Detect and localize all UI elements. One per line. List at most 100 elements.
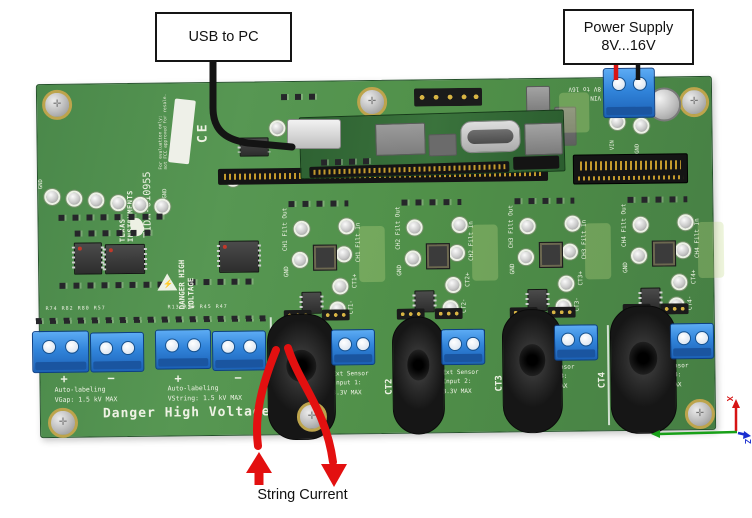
svg-text:Z: Z bbox=[743, 439, 752, 444]
test-point bbox=[633, 117, 650, 134]
arrow-down-icon bbox=[321, 464, 347, 487]
test-point bbox=[406, 219, 423, 236]
test-point bbox=[671, 274, 688, 291]
test-point bbox=[448, 244, 466, 262]
component-block bbox=[524, 122, 563, 156]
test-point bbox=[110, 195, 127, 212]
screw-icon: ✛ bbox=[684, 398, 716, 430]
ext-sensor-terminal-1 bbox=[330, 329, 376, 366]
iso-amp-ic bbox=[218, 240, 260, 273]
current-transformer-4 bbox=[609, 305, 678, 435]
ch-filt-out-label: CH4 Filt Out bbox=[620, 203, 628, 248]
usb-to-pc-label: USB to PC bbox=[188, 28, 259, 45]
test-point bbox=[44, 188, 61, 206]
ct-plus-label: CT3+ bbox=[577, 271, 585, 286]
test-point bbox=[293, 220, 310, 238]
arrow-up-icon bbox=[246, 452, 272, 473]
danger-high-voltage-text: Danger High Voltage bbox=[102, 404, 271, 422]
jumper-header bbox=[434, 307, 463, 320]
refdes-row: R13 R39 R45 R47 bbox=[167, 303, 228, 311]
vstring-terminal-plus bbox=[154, 329, 212, 370]
vin-testpoint-label: VIN bbox=[609, 140, 616, 151]
ext-sensor-terminal-2 bbox=[440, 328, 486, 366]
test-point bbox=[338, 218, 355, 235]
ce-mark: CE bbox=[195, 121, 211, 144]
test-point bbox=[404, 250, 422, 267]
mcu-chip bbox=[374, 122, 426, 156]
ch-filt-out-label: CH3 Filt Out bbox=[507, 204, 515, 249]
polarity-mark: − bbox=[107, 371, 115, 386]
amplifier-ic bbox=[538, 241, 564, 269]
test-point bbox=[558, 275, 575, 292]
vstring-terminal-minus bbox=[211, 330, 267, 372]
test-point bbox=[674, 242, 692, 259]
small-ic bbox=[239, 137, 269, 157]
test-point bbox=[519, 218, 536, 235]
component-row bbox=[401, 198, 462, 206]
power-terminal-block bbox=[602, 67, 656, 119]
amplifier-ic bbox=[651, 240, 677, 267]
test-point bbox=[630, 247, 648, 264]
amplifier-ic bbox=[425, 243, 451, 270]
board-to-board-connector bbox=[572, 153, 689, 185]
pcb-shade-patch bbox=[471, 224, 499, 281]
ext-sensor-terminal-3 bbox=[553, 324, 599, 361]
component-row bbox=[59, 281, 170, 289]
screw-icon: ✛ bbox=[41, 89, 73, 121]
test-point bbox=[517, 249, 535, 266]
test-point bbox=[561, 243, 579, 260]
test-point bbox=[269, 120, 286, 137]
component-row bbox=[288, 200, 349, 208]
eval-notice-text: For evaluation only;not FCC approved for… bbox=[158, 93, 169, 170]
test-point bbox=[445, 276, 462, 294]
gnd-label: GND bbox=[162, 188, 169, 199]
pcb-shade-patch bbox=[358, 225, 386, 283]
test-point bbox=[88, 192, 105, 209]
usb-to-pc-callout: USB to PC bbox=[155, 12, 292, 62]
jumper-header bbox=[321, 309, 350, 321]
ct-plus-label: CT4+ bbox=[690, 269, 698, 285]
high-voltage-warning-icon: ⚡ bbox=[157, 273, 178, 291]
gnd-label: GND bbox=[622, 262, 630, 273]
gnd-label: GND bbox=[38, 179, 45, 190]
power-supply-label-line1: Power Supply bbox=[583, 19, 674, 36]
gnd-label: GND bbox=[283, 266, 291, 278]
vgap-terminal-minus bbox=[89, 331, 145, 373]
screw-icon: ✛ bbox=[47, 407, 79, 439]
component-row bbox=[189, 278, 260, 286]
test-point bbox=[677, 214, 694, 231]
test-point bbox=[154, 198, 171, 215]
test-point bbox=[451, 216, 468, 234]
test-point bbox=[632, 216, 649, 233]
screw-icon: ✛ bbox=[356, 86, 388, 118]
component-row bbox=[627, 196, 688, 203]
polarity-mark: + bbox=[60, 371, 68, 386]
component-row bbox=[281, 93, 322, 101]
ext-sensor-terminal-4 bbox=[669, 322, 715, 360]
silkscreen-blank-rect bbox=[168, 98, 196, 165]
gnd-label: GND bbox=[509, 263, 517, 275]
power-supply-callout: Power Supply 8V...16V bbox=[563, 9, 694, 65]
string-current-label: String Current bbox=[257, 487, 348, 503]
ct-plus-label: CT1+ bbox=[351, 273, 359, 289]
iso-amp-ic bbox=[104, 243, 146, 275]
pin-header bbox=[413, 87, 483, 107]
component-row bbox=[514, 197, 575, 205]
component-row bbox=[74, 229, 155, 237]
ct-name-label: CT4 bbox=[597, 371, 608, 389]
pcb-board: ✛ ✛ ✛ ✛ ✛ ✛ TexasInstruments TIDA-010955… bbox=[31, 67, 725, 441]
ch-filt-out-label: CH2 Filt Out bbox=[394, 206, 402, 250]
refdes-row: R74 R82 R80 R57 bbox=[45, 305, 106, 313]
gnd-testpoint-label: GND bbox=[634, 143, 641, 154]
component-block bbox=[428, 133, 457, 157]
pcb-shade-patch bbox=[697, 221, 725, 279]
ct-plus-label: CT2+ bbox=[464, 272, 472, 287]
test-point bbox=[332, 278, 349, 295]
current-transformer-2 bbox=[391, 316, 446, 435]
